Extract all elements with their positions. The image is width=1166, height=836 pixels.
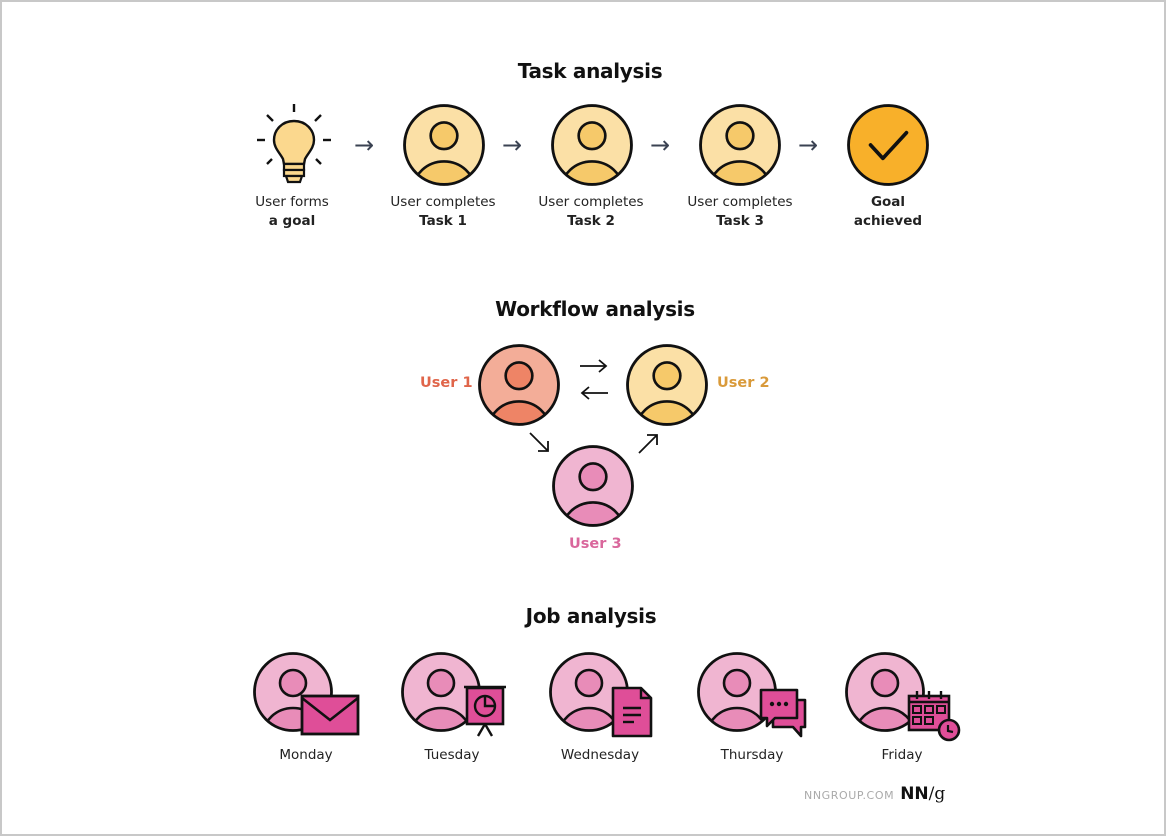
arrow-right-icon: →: [354, 131, 375, 159]
user-3-avatar-icon: [552, 445, 634, 527]
calendar-clock-icon: [907, 691, 961, 742]
step-label-goal: User forms a goal: [255, 194, 329, 229]
thursday-user-icon: [697, 652, 807, 738]
presentation-chart-icon: [464, 685, 506, 737]
arrow-left-icon: [580, 386, 608, 400]
site-url: NNGROUP.COM: [804, 789, 895, 802]
checkmark-icon: [847, 104, 929, 186]
step-label-task3: User completes Task 3: [687, 194, 793, 229]
wednesday-user-icon: [549, 652, 653, 738]
user-2-label: User 2: [717, 375, 770, 391]
user-icon: [403, 104, 485, 186]
user-icon: [551, 104, 633, 186]
arrow-right-icon: →: [502, 131, 523, 159]
user-3-label: User 3: [569, 536, 622, 552]
user-1-label: User 1: [420, 375, 473, 391]
user-2-avatar-icon: [626, 344, 708, 426]
job-analysis-title: Job analysis: [525, 604, 657, 628]
step-label-task1: User completes Task 1: [390, 194, 496, 229]
document-icon: [611, 686, 653, 738]
day-label-wednesday: Wednesday: [560, 747, 640, 763]
lightbulb-icon: [257, 104, 331, 184]
step-label-goal-achieved: Goal achieved: [853, 194, 923, 229]
arrow-right-icon: →: [798, 131, 819, 159]
arrow-down-right-icon: [529, 432, 549, 452]
step-label-task2: User completes Task 2: [538, 194, 644, 229]
chat-bubbles-icon: [759, 688, 807, 738]
day-label-thursday: Thursday: [720, 747, 784, 763]
envelope-icon: [300, 694, 360, 736]
footer-branding: NNGROUP.COM NN/g: [804, 784, 945, 804]
user-icon: [699, 104, 781, 186]
tuesday-user-icon: [401, 652, 506, 737]
day-label-friday: Friday: [881, 747, 923, 763]
workflow-analysis-title: Workflow analysis: [495, 297, 695, 321]
arrow-right-icon: →: [650, 131, 671, 159]
arrow-right-icon: [580, 359, 608, 373]
day-label-monday: Monday: [279, 747, 333, 763]
day-label-tuesday: Tuesday: [424, 747, 480, 763]
user-1-avatar-icon: [478, 344, 560, 426]
friday-user-icon: [845, 652, 961, 742]
nng-logo: NN/g: [900, 784, 946, 804]
monday-user-icon: [253, 652, 360, 736]
arrow-up-right-icon: [638, 434, 658, 454]
task-analysis-title: Task analysis: [517, 59, 663, 83]
